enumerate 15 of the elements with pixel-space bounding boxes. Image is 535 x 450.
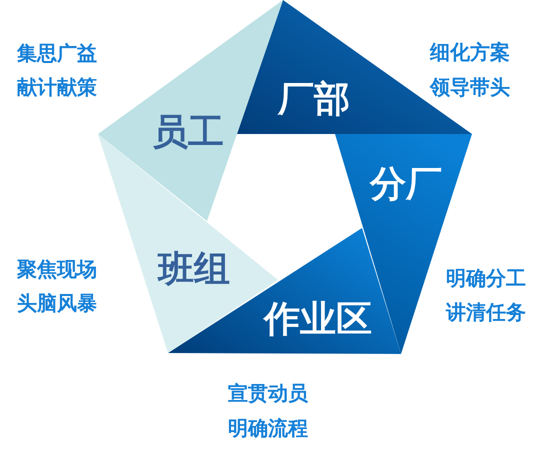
caption-text: 头脑风暴: [17, 293, 97, 313]
caption-text: 讲清任务: [446, 302, 526, 322]
segment-label: 班组: [158, 252, 230, 288]
caption-text: 集思广益: [17, 43, 97, 63]
segment-label: 分厂: [370, 167, 442, 203]
segment-label: 作业区: [264, 302, 372, 338]
caption-text: 献计献策: [17, 77, 97, 97]
caption-text: 细化方案: [430, 42, 510, 62]
caption-text: 宣贯动员: [228, 383, 308, 403]
segment-label: 厂部: [278, 82, 350, 118]
caption-text: 明确流程: [228, 418, 308, 438]
caption-text: 明确分工: [446, 268, 526, 288]
caption-text: 领导带头: [430, 77, 510, 97]
caption-text: 聚焦现场: [17, 259, 97, 279]
segment-label: 员工: [152, 115, 224, 151]
